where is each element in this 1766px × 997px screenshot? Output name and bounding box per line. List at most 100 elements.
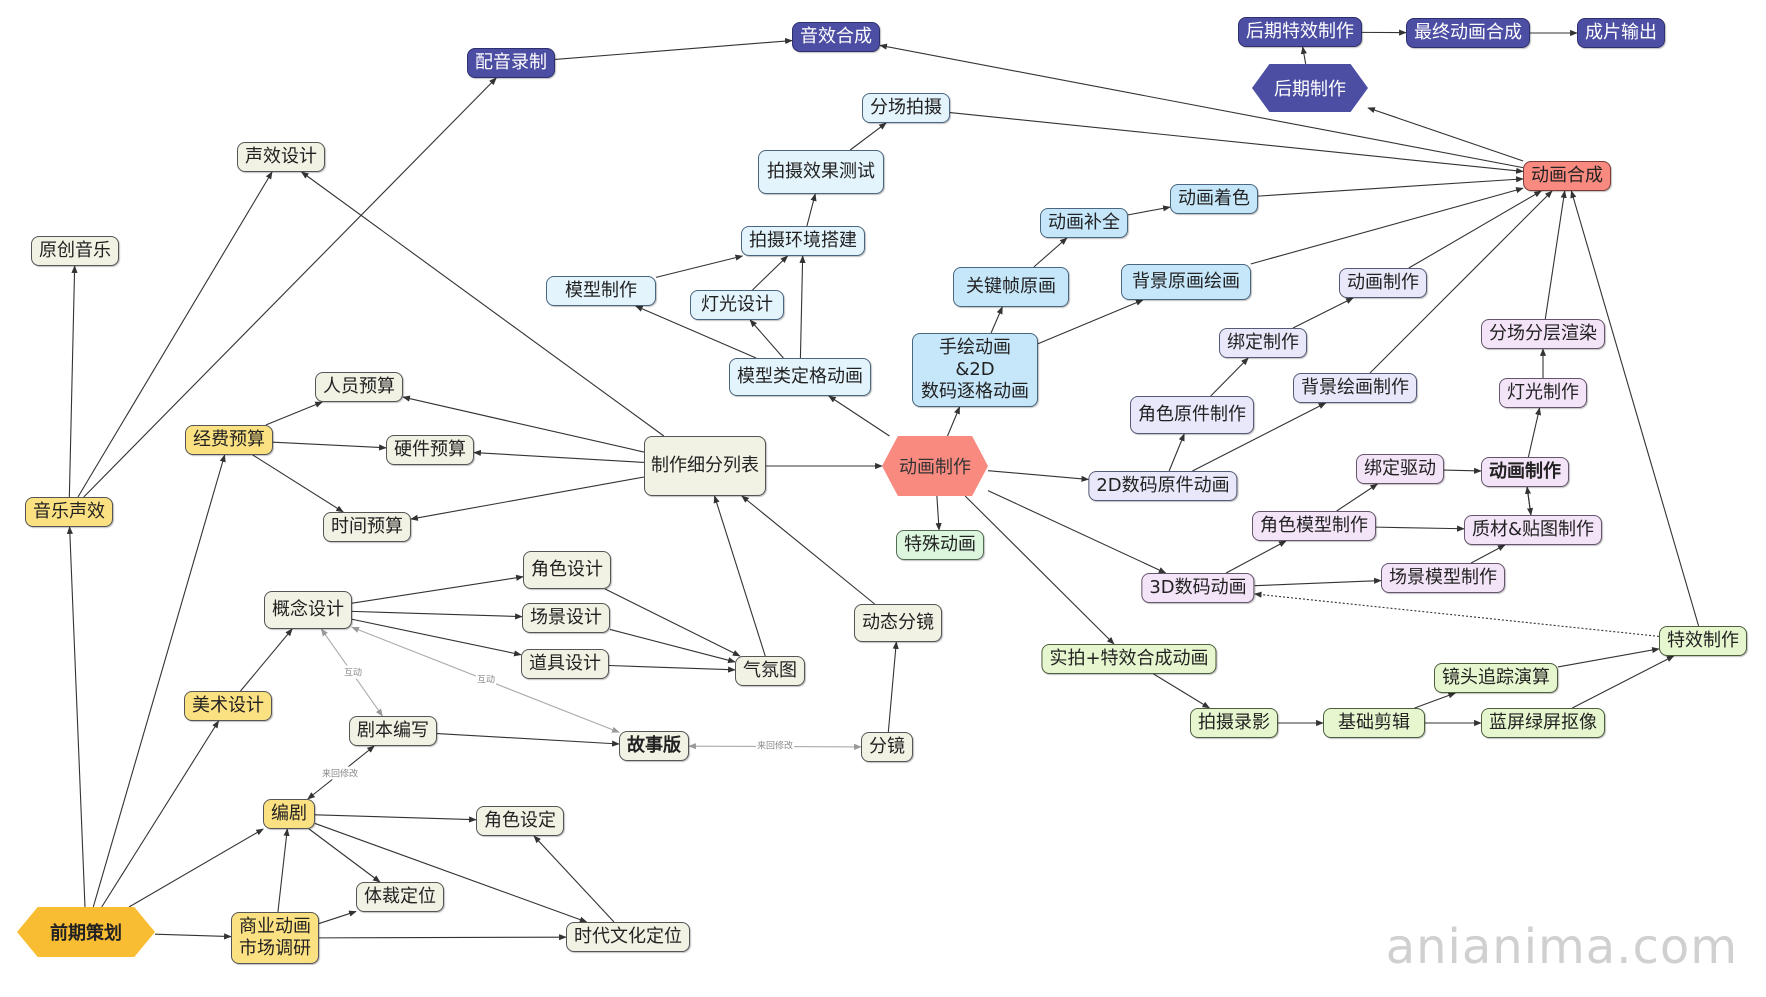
- edge-prop_design-to-mood_board: [608, 664, 736, 673]
- node-scene-model[interactable]: 场景模型制作: [1381, 563, 1505, 593]
- edge-screenwriting-to-era_culture: [314, 822, 588, 923]
- node-compositing[interactable]: 动画合成: [1523, 161, 1611, 191]
- node-pre-planning[interactable]: 前期策划: [17, 907, 155, 957]
- node-era-culture[interactable]: 时代文化定位: [566, 922, 690, 952]
- node-inbetween[interactable]: 动画补全: [1040, 208, 1128, 238]
- node-bg-painting[interactable]: 背景原画绘画: [1121, 264, 1251, 300]
- edge-concept_design-to-character_design: [351, 574, 524, 604]
- edge-animating_3d-to-texturing: [1526, 486, 1534, 516]
- edge-digital_2d-to-bg_paint_2d: [1192, 402, 1327, 472]
- edge-scene_model-to-texturing: [1470, 544, 1506, 564]
- edge-animation_production-to-hand_drawn: [946, 406, 961, 437]
- node-shoot-test[interactable]: 拍摄效果测试: [758, 150, 884, 194]
- edge-pre_planning-to-art_design: [101, 720, 220, 908]
- node-hardware-budget[interactable]: 硬件预算: [386, 435, 474, 465]
- node-screenwriting[interactable]: 编剧: [263, 799, 315, 829]
- node-character-setting[interactable]: 角色设定: [476, 806, 564, 836]
- node-dubbing[interactable]: 配音录制: [467, 48, 555, 78]
- edge-music_sfx-to-sound_design: [77, 171, 273, 498]
- node-animation-production[interactable]: 动画制作: [882, 436, 988, 496]
- node-set-building[interactable]: 拍摄环境搭建: [741, 226, 865, 256]
- edge-lighting_design-to-set_building: [752, 255, 789, 291]
- edge-screenwriting-to-character_setting: [314, 814, 477, 823]
- edge-rig_drive-to-animating_3d: [1443, 467, 1482, 474]
- node-digital-2d[interactable]: 2D数码原件动画: [1088, 471, 1238, 501]
- node-staff-budget[interactable]: 人员预算: [315, 372, 403, 402]
- node-render-layers[interactable]: 分场分层渲染: [1481, 319, 1605, 349]
- node-vfx[interactable]: 特效制作: [1659, 626, 1747, 656]
- edge-character_design-to-mood_board: [604, 588, 741, 657]
- node-script-writing[interactable]: 剧本编写: [349, 716, 437, 746]
- edge-breakdown-to-staff_budget: [402, 395, 645, 453]
- node-storyboard-panel[interactable]: 故事版: [619, 731, 689, 761]
- node-breakdown[interactable]: 制作细分列表: [644, 436, 766, 496]
- node-lighting-3d[interactable]: 灯光制作: [1499, 378, 1587, 408]
- edge-budget-to-hardware_budget: [272, 441, 387, 451]
- node-lighting-design[interactable]: 灯光设计: [690, 290, 784, 320]
- node-animating-3d[interactable]: 动画制作: [1481, 457, 1569, 487]
- node-filming[interactable]: 拍摄录影: [1190, 708, 1278, 738]
- node-post-vfx[interactable]: 后期特效制作: [1238, 17, 1362, 47]
- edge-model_making-to-set_building: [655, 254, 744, 278]
- node-post-production[interactable]: 后期制作: [1252, 64, 1368, 112]
- node-keying[interactable]: 蓝屏绿屏抠像: [1481, 708, 1605, 738]
- node-art-design[interactable]: 美术设计: [184, 691, 272, 721]
- edge-char_model-to-texturing: [1375, 525, 1465, 532]
- node-char-model[interactable]: 角色模型制作: [1252, 511, 1376, 541]
- node-genre[interactable]: 体裁定位: [356, 882, 444, 912]
- node-prop-design[interactable]: 道具设计: [521, 649, 609, 679]
- node-mood-board[interactable]: 气氛图: [735, 656, 805, 686]
- edge-coloring-to-compositing: [1257, 176, 1524, 197]
- node-digital-3d[interactable]: 3D数码动画: [1141, 573, 1255, 603]
- node-budget[interactable]: 经费预算: [185, 425, 273, 455]
- node-live-vfx[interactable]: 实拍+特效合成动画: [1041, 644, 1217, 674]
- node-final-comp[interactable]: 最终动画合成: [1406, 18, 1530, 48]
- node-market-research[interactable]: 商业动画市场调研: [231, 912, 319, 964]
- edge-keyframes-to-inbetween: [1033, 237, 1068, 268]
- node-bg-paint-2d[interactable]: 背景绘画制作: [1293, 373, 1417, 403]
- edge-bg_painting-to-compositing: [1250, 187, 1524, 265]
- edge-hand_drawn-to-keyframes: [990, 306, 1003, 334]
- edge-rigging_2d-to-animating_2d: [1292, 297, 1354, 329]
- node-special-animation[interactable]: 特殊动画: [896, 530, 984, 560]
- node-coloring[interactable]: 动画着色: [1170, 184, 1258, 214]
- node-scene-shoot[interactable]: 分场拍摄: [862, 93, 950, 123]
- edge-art_design-to-concept_design: [240, 628, 293, 692]
- node-storyboard[interactable]: 分镜: [861, 732, 913, 762]
- edge-stop_motion-to-set_building: [799, 255, 806, 359]
- edge-camera_track-to-vfx: [1557, 647, 1660, 668]
- node-time-budget[interactable]: 时间预算: [323, 512, 411, 542]
- node-char-parts[interactable]: 角色原件制作: [1130, 396, 1254, 434]
- node-basic-edit[interactable]: 基础剪辑: [1323, 708, 1425, 738]
- edge-bg_paint_2d-to-compositing: [1369, 190, 1553, 374]
- node-camera-track[interactable]: 镜头追踪演算: [1434, 663, 1558, 693]
- edge-vfx-to-digital_3d: [1253, 591, 1660, 637]
- node-concept-design[interactable]: 概念设计: [264, 591, 352, 629]
- node-audio-mix[interactable]: 音效合成: [792, 22, 880, 52]
- node-output[interactable]: 成片输出: [1577, 18, 1665, 48]
- edge-char_model-to-rig_drive: [1336, 483, 1379, 512]
- node-model-making[interactable]: 模型制作: [546, 276, 656, 306]
- node-texturing[interactable]: 质材&贴图制作: [1463, 515, 1603, 545]
- edge-digital_3d-to-scene_model: [1254, 577, 1382, 587]
- edge-era_culture-to-character_setting: [533, 835, 615, 923]
- node-music-sfx[interactable]: 音乐声效: [25, 497, 113, 527]
- edge-label-back-and-forth: 来回修改: [755, 738, 795, 752]
- edge-storyboard-to-animatic: [887, 641, 899, 733]
- node-character-design[interactable]: 角色设计: [523, 551, 611, 589]
- node-original-music[interactable]: 原创音乐: [31, 236, 119, 266]
- node-animatic[interactable]: 动态分镜: [854, 604, 942, 642]
- node-rigging-2d[interactable]: 绑定制作: [1219, 328, 1307, 358]
- edge-budget-to-staff_budget: [265, 401, 323, 426]
- node-rig-drive[interactable]: 绑定驱动: [1356, 454, 1444, 484]
- node-scene-design[interactable]: 场景设计: [522, 603, 610, 633]
- node-stop-motion[interactable]: 模型类定格动画: [729, 358, 871, 396]
- edge-shoot_test-to-scene_shoot: [849, 122, 887, 151]
- node-sound-design[interactable]: 声效设计: [237, 142, 325, 172]
- edge-budget-to-time_budget: [252, 454, 344, 513]
- node-animating-2d[interactable]: 动画制作: [1339, 268, 1427, 298]
- edge-breakdown-to-time_budget: [410, 476, 645, 521]
- node-keyframes[interactable]: 关键帧原画: [953, 267, 1069, 307]
